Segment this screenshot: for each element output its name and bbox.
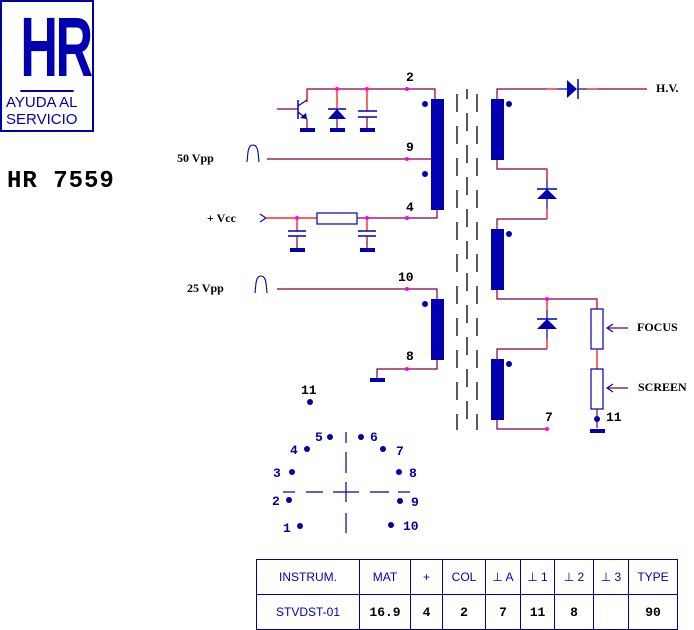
hv-diode-icon xyxy=(557,79,587,99)
wiper-arrow-icon xyxy=(606,383,614,393)
ground-icon xyxy=(370,378,385,382)
header-ground-3: ⊥ 3 xyxy=(593,559,629,595)
spec-table-header-row: INSTRUM. MAT + COL ⊥ A ⊥ 1 ⊥ 2 ⊥ 3 TYPE xyxy=(256,559,678,595)
value-ground-a: 7 xyxy=(485,594,521,630)
logo-subtitle-line1: AYUDA AL xyxy=(6,94,78,111)
filter-capacitor-1-icon xyxy=(288,218,306,252)
filter-capacitor-2-icon xyxy=(358,218,376,252)
output-label-focus: FOCUS xyxy=(637,320,678,334)
pin-label-2: 2 xyxy=(406,70,414,85)
pinout-label-5: 5 xyxy=(315,430,323,445)
focus-potentiometer-icon xyxy=(590,308,604,350)
pinout-label-1: 1 xyxy=(283,521,291,536)
logo-subtitle-line2: SERVICIO xyxy=(6,111,78,128)
header-col: COL xyxy=(442,559,486,595)
value-ground-2: 8 xyxy=(554,594,594,630)
value-ground-3 xyxy=(593,594,629,630)
pin9-input: 50 Vpp 9 xyxy=(177,140,437,165)
input-label-25vpp: 25 Vpp xyxy=(187,281,224,295)
pinout-label-2: 2 xyxy=(272,494,280,509)
value-col: 2 xyxy=(442,594,486,630)
header-ground-1: ⊥ 1 xyxy=(520,559,555,595)
pin4-vcc-network: + Vcc 4 xyxy=(207,200,438,252)
spec-table-value-row: STVDST-01 16.9 4 2 7 11 8 90 xyxy=(256,594,678,630)
value-type: 90 xyxy=(628,594,678,630)
pin-label-4: 4 xyxy=(406,200,414,215)
resistor-icon xyxy=(316,212,358,225)
secondary-winding: H.V. 7 xyxy=(491,79,678,431)
output-label-hv: H.V. xyxy=(656,81,678,95)
header-ground-a: ⊥ A xyxy=(485,559,521,595)
brand-logo: HR AYUDA AL SERVICIO xyxy=(0,0,94,132)
input-label-vcc: + Vcc xyxy=(207,211,237,225)
logo-subtitle: AYUDA AL SERVICIO xyxy=(6,94,92,128)
pin10-pin8-winding: 25 Vpp 10 8 xyxy=(187,270,444,382)
pinout-label-4: 4 xyxy=(290,443,298,458)
header-mat: MAT xyxy=(359,559,411,595)
pinout-label-11: 11 xyxy=(301,383,317,398)
header-instrum: INSTRUM. xyxy=(256,559,360,595)
focus-screen-divider: FOCUS SCREEN 11 xyxy=(590,299,687,433)
pin2-network: 2 xyxy=(277,70,436,132)
spec-table: INSTRUM. MAT + COL ⊥ A ⊥ 1 ⊥ 2 ⊥ 3 TYPE … xyxy=(256,559,678,630)
wiper-arrow-icon xyxy=(606,323,614,333)
input-arrow-icon xyxy=(259,213,267,223)
model-title: HR 7559 xyxy=(7,168,115,195)
pulse-waveform-icon xyxy=(254,275,268,294)
pinout-label-8: 8 xyxy=(409,466,417,481)
output-label-screen: SCREEN xyxy=(638,380,687,394)
pin-label-8: 8 xyxy=(406,349,414,364)
pin-label-9: 9 xyxy=(406,140,414,155)
pinout-label-6: 6 xyxy=(370,430,378,445)
value-ground-1: 11 xyxy=(520,594,555,630)
input-label-50vpp: 50 Vpp xyxy=(177,151,214,165)
pinout-label-9: 9 xyxy=(411,495,419,510)
pinout-label-10: 10 xyxy=(403,519,419,534)
cascade-diode-1-icon xyxy=(537,180,557,209)
pinout-label-3: 3 xyxy=(273,466,281,481)
pin-label-11: 11 xyxy=(606,410,622,425)
pin-label-10: 10 xyxy=(398,270,414,285)
pin-label-7: 7 xyxy=(545,410,553,425)
value-plus: 4 xyxy=(410,594,443,630)
pinout-diagram: 11 1 2 3 4 5 6 7 8 9 10 xyxy=(272,383,419,536)
ground-icon xyxy=(590,429,605,433)
screen-potentiometer-icon xyxy=(590,368,604,410)
pinout-pin-11 xyxy=(307,399,313,405)
capacitor-icon xyxy=(358,89,377,132)
header-plus: + xyxy=(410,559,443,595)
pinout-label-7: 7 xyxy=(396,444,404,459)
value-instrum: STVDST-01 xyxy=(256,594,360,630)
transistor-icon xyxy=(277,99,315,132)
header-type: TYPE xyxy=(628,559,678,595)
header-ground-2: ⊥ 2 xyxy=(554,559,594,595)
cascade-diode-2-icon xyxy=(537,310,557,339)
primary-winding xyxy=(431,99,444,210)
transformer-core xyxy=(456,89,478,430)
value-mat: 16.9 xyxy=(359,594,411,630)
pulse-waveform-icon xyxy=(246,144,260,163)
damper-diode-icon xyxy=(328,89,346,132)
